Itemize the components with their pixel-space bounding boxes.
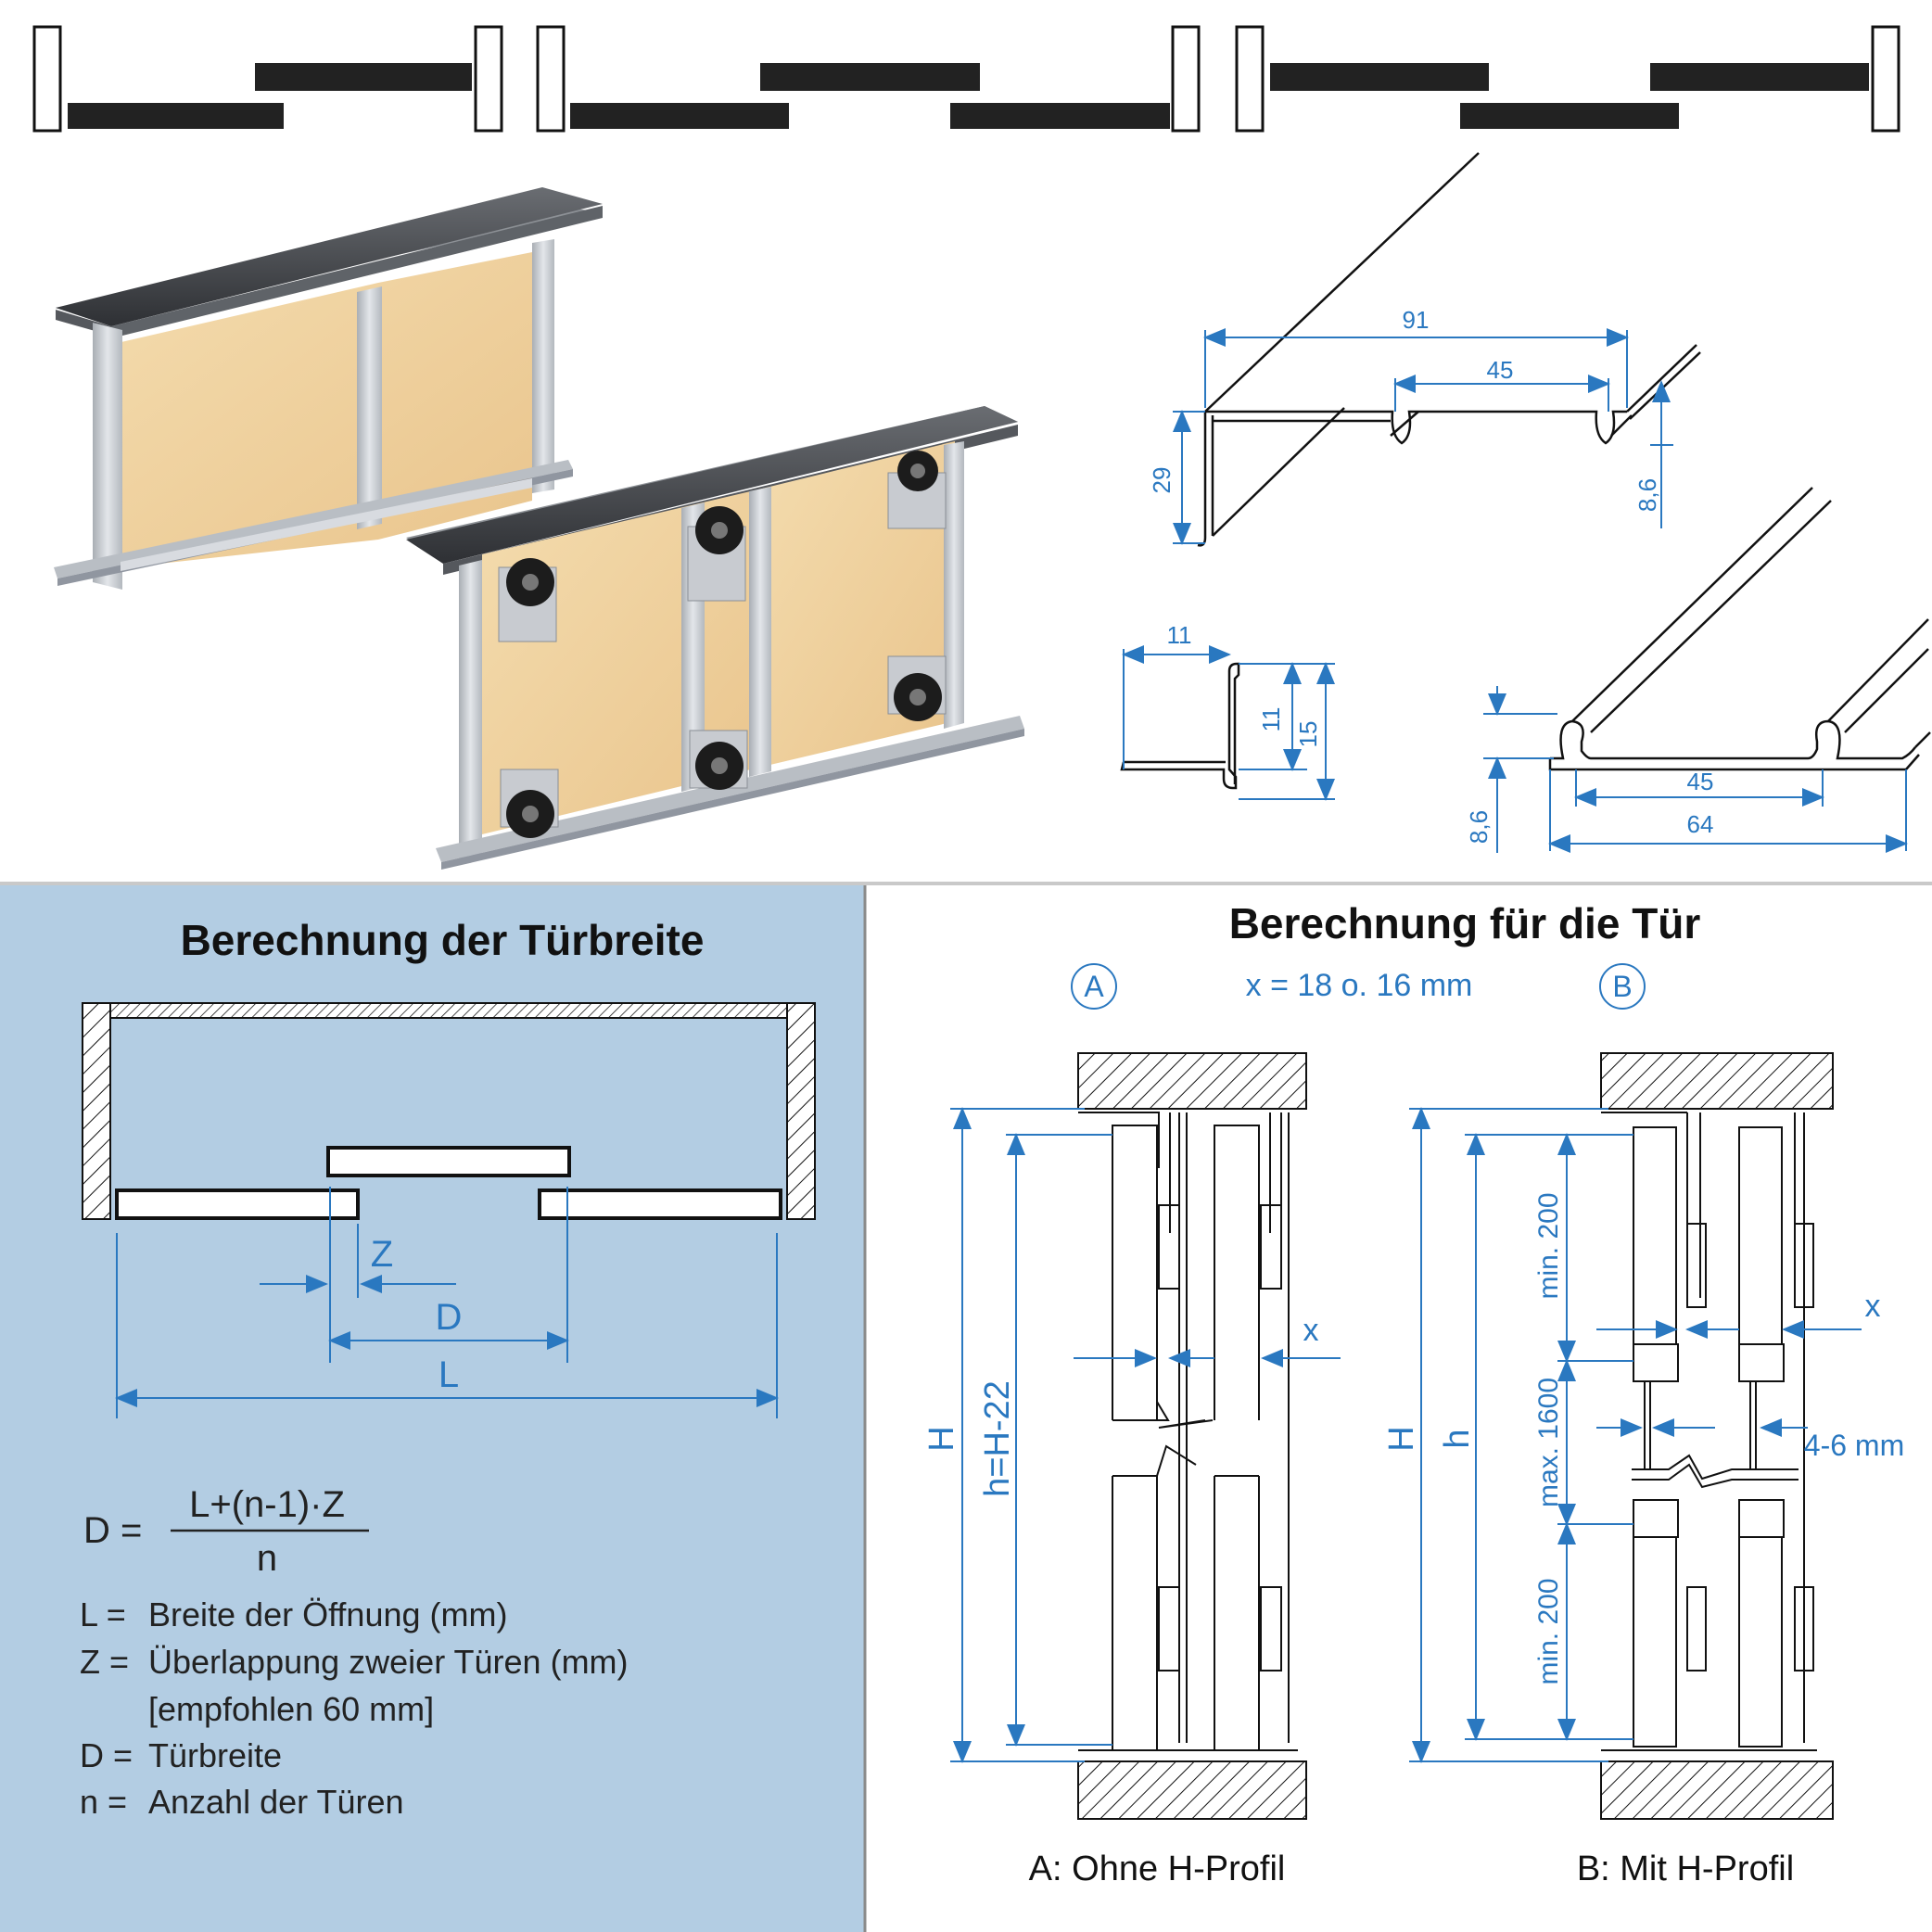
variant-b-min200-top: min. 200 <box>1533 1192 1564 1299</box>
legend-key-z: Z = <box>80 1643 129 1681</box>
variant-a-label-H: H <box>922 1426 961 1451</box>
dim-11-height-label: 11 <box>1257 707 1285 732</box>
dim-45-bottom-label: 45 <box>1687 768 1714 795</box>
legend-key-n: n = <box>80 1783 127 1821</box>
dim-91-label: 91 <box>1403 306 1430 334</box>
label-z: Z <box>371 1234 393 1275</box>
variant-b-label-x: x <box>1865 1289 1881 1324</box>
roller-top-mid <box>687 506 746 602</box>
variant-b-label-h: h <box>1438 1429 1477 1448</box>
roller-top-right <box>887 451 947 529</box>
legend-text-d: Türbreite <box>148 1736 282 1774</box>
panel-background <box>0 885 864 1932</box>
legend: L = Breite der Öffnung (mm) Z = Überlapp… <box>80 1595 629 1821</box>
dim-15-label: 15 <box>1294 721 1322 748</box>
door-arrangements <box>32 25 1900 133</box>
x-note: x = 18 o. 16 mm <box>1246 968 1473 1003</box>
roller-bottom-mid <box>689 730 748 790</box>
variant-b-min200-bottom: min. 200 <box>1533 1578 1564 1684</box>
variant-a-caption: A: Ohne H-Profil <box>1029 1849 1286 1888</box>
door-calc-title: Berechnung für die Tür <box>1229 899 1701 947</box>
product-illustration-open <box>406 406 1024 870</box>
variant-a-drawing <box>1077 1052 1307 1820</box>
legend-text-z: Überlappung zweier Türen (mm) <box>148 1643 629 1681</box>
legend-key-l: L = <box>80 1595 126 1633</box>
width-dimensions <box>115 1187 779 1418</box>
variant-b-label-H: H <box>1382 1426 1421 1451</box>
formula-lhs: D = <box>83 1510 142 1551</box>
dim-64-label: 64 <box>1687 810 1714 838</box>
circle-a-label: A <box>1084 970 1104 1003</box>
dim-29-label: 29 <box>1148 467 1176 494</box>
bottom-rail-dimensions <box>1483 686 1908 853</box>
roller-bottom-right <box>887 655 947 721</box>
dim-45-top-label: 45 <box>1487 356 1514 384</box>
variant-b-max1600: max. 1600 <box>1533 1378 1564 1507</box>
arrangement-two-doors <box>32 25 503 133</box>
roller-bottom-left <box>500 769 559 838</box>
circle-b-label: B <box>1612 970 1632 1003</box>
label-d: D <box>436 1297 463 1338</box>
l-profile <box>1120 662 1240 790</box>
formula-denominator: n <box>257 1538 277 1579</box>
variant-b-drawing <box>1600 1052 1834 1820</box>
label-l: L <box>439 1354 459 1395</box>
door-width-title: Berechnung der Türbreite <box>181 916 705 964</box>
top-rail-dimensions <box>1173 328 1673 545</box>
variant-b-gap-label: 4-6 mm <box>1804 1429 1904 1462</box>
arrangement-three-doors <box>536 25 1201 133</box>
bottom-rail-profile <box>1548 487 1931 771</box>
roller-top-left <box>498 558 557 642</box>
legend-key-d: D = <box>80 1736 133 1774</box>
variant-a-label-x: x <box>1303 1313 1319 1348</box>
legend-text-n: Anzahl der Türen <box>148 1783 404 1821</box>
variant-a-dimensions <box>950 1107 1341 1763</box>
door-width-panel: Berechnung der Türbreite Z D L D = L+(n-… <box>0 885 867 1932</box>
door-calc-panel: Berechnung für die Tür A B x = 18 o. 16 … <box>922 899 1904 1888</box>
legend-text-l: Breite der Öffnung (mm) <box>148 1595 507 1633</box>
legend-text-recommended: [empfohlen 60 mm] <box>148 1690 434 1728</box>
variant-a-label-h: h=H-22 <box>978 1380 1017 1497</box>
top-rail-profile <box>1197 152 1701 547</box>
dim-11-width-label: 11 <box>1167 621 1192 649</box>
product-illustration-closed <box>54 187 603 590</box>
variant-b-caption: B: Mit H-Profil <box>1577 1849 1794 1888</box>
formula-numerator: L+(n-1)·Z <box>189 1484 345 1525</box>
dim-8-6-bottom-label: 8,6 <box>1465 810 1493 844</box>
variant-b-dimensions <box>1409 1107 1862 1763</box>
l-profile-dimensions <box>1122 645 1335 801</box>
formula: D = L+(n-1)·Z n <box>83 1484 369 1579</box>
opening-schematic <box>82 1002 816 1220</box>
arrangement-four-doors <box>1235 25 1900 133</box>
dim-8-6-top-label: 8,6 <box>1633 478 1661 512</box>
